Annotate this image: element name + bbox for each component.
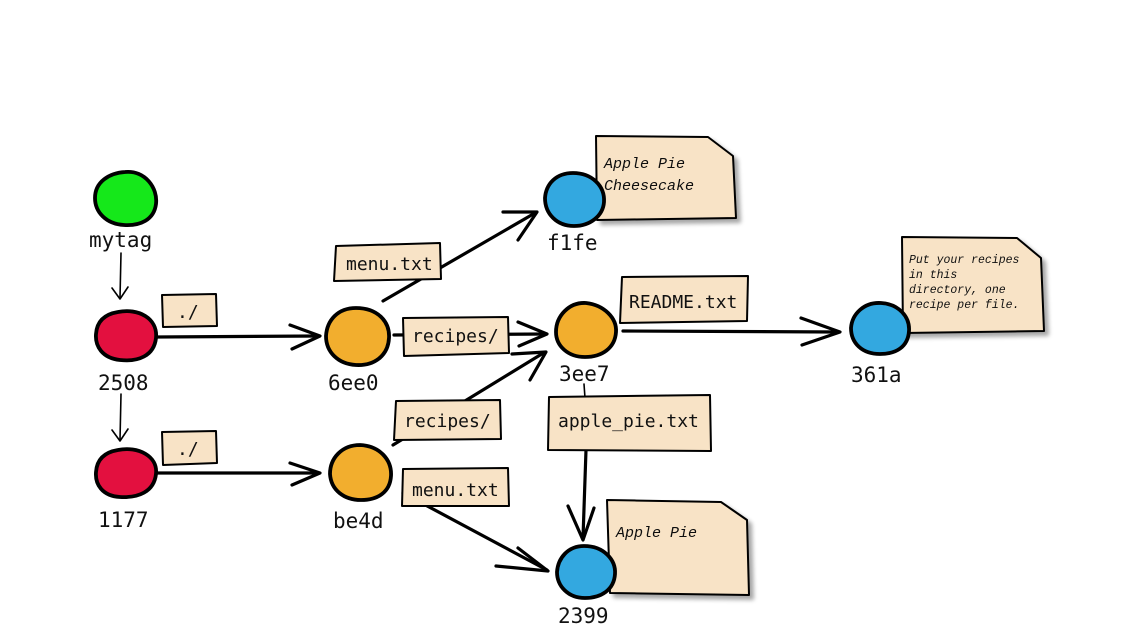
- svg-text:Cheesecake: Cheesecake: [604, 178, 694, 195]
- svg-text:menu.txt: menu.txt: [412, 480, 499, 501]
- svg-text:2399: 2399: [558, 604, 609, 628]
- edge-label-be4d-3ee7: recipes/: [393, 399, 502, 441]
- svg-text:./: ./: [177, 439, 199, 460]
- blob-node-circle: [543, 171, 606, 228]
- tag-node-circle: [93, 170, 158, 227]
- svg-text:Put your recipes: Put your recipes: [909, 254, 1020, 267]
- blob-node-circle: [555, 544, 617, 600]
- node-mytag: mytag: [89, 170, 158, 252]
- svg-text:README.txt: README.txt: [629, 292, 737, 313]
- edge-label-1177-be4d: ./: [161, 430, 218, 466]
- note-2399: Apple Pie: [606, 499, 750, 596]
- svg-text:6ee0: 6ee0: [328, 371, 379, 395]
- svg-text:2508: 2508: [98, 371, 149, 395]
- svg-text:in this: in this: [909, 269, 957, 282]
- edge-1177-to-be4d: [155, 461, 322, 487]
- tree-node-circle: [554, 301, 618, 359]
- edge-6ee0-to-f1fe: [381, 210, 539, 303]
- node-361a: 361a: [849, 301, 911, 387]
- edge-2508-to-1177: [111, 393, 129, 442]
- tree-node-circle: [328, 443, 393, 502]
- node-be4d: be4d: [328, 443, 393, 533]
- svg-text:apple_pie.txt: apple_pie.txt: [558, 411, 699, 432]
- edge-label-3ee7-361a: README.txt: [619, 275, 749, 324]
- node-3ee7: 3ee7: [554, 301, 618, 386]
- svg-text:./: ./: [177, 302, 199, 323]
- node-f1fe: f1fe: [543, 171, 606, 255]
- note-361a: Put your recipes in this directory, one …: [901, 236, 1045, 334]
- svg-text:be4d: be4d: [333, 509, 384, 533]
- svg-text:1177: 1177: [98, 508, 149, 532]
- edge-mytag-to-2508: [111, 252, 129, 300]
- node-1177: 1177: [94, 447, 158, 532]
- svg-text:menu.txt: menu.txt: [346, 254, 433, 275]
- edge-2508-to-6ee0: [155, 323, 322, 351]
- edge-label-2508-6ee0: ./: [161, 293, 218, 328]
- svg-text:recipes/: recipes/: [412, 326, 499, 347]
- commit-node-circle: [94, 309, 158, 363]
- svg-text:3ee7: 3ee7: [559, 362, 610, 386]
- edge-label-6ee0-3ee7: recipes/: [402, 316, 510, 357]
- svg-text:Apple Pie: Apple Pie: [603, 156, 685, 173]
- edge-label-3ee7-2399: apple_pie.txt: [547, 394, 712, 452]
- svg-text:directory, one: directory, one: [909, 284, 1006, 297]
- node-6ee0: 6ee0: [324, 306, 391, 395]
- svg-text:Apple Pie: Apple Pie: [615, 525, 697, 542]
- svg-text:recipe per file.: recipe per file.: [909, 299, 1019, 312]
- edge-label-be4d-2399: menu.txt: [401, 467, 510, 507]
- blob-node-circle: [849, 301, 911, 356]
- note-f1fe: Apple Pie Cheesecake: [595, 135, 737, 221]
- node-2508: 2508: [94, 309, 158, 395]
- svg-text:mytag: mytag: [89, 228, 152, 252]
- svg-text:361a: 361a: [851, 363, 902, 387]
- edge-label-6ee0-f1fe: menu.txt: [333, 242, 442, 282]
- node-2399: 2399: [555, 544, 617, 628]
- commit-node-circle: [94, 447, 158, 499]
- edge-3ee7-to-361a: [621, 316, 842, 347]
- svg-text:recipes/: recipes/: [404, 411, 491, 432]
- tree-node-circle: [324, 306, 391, 367]
- svg-text:f1fe: f1fe: [547, 231, 598, 255]
